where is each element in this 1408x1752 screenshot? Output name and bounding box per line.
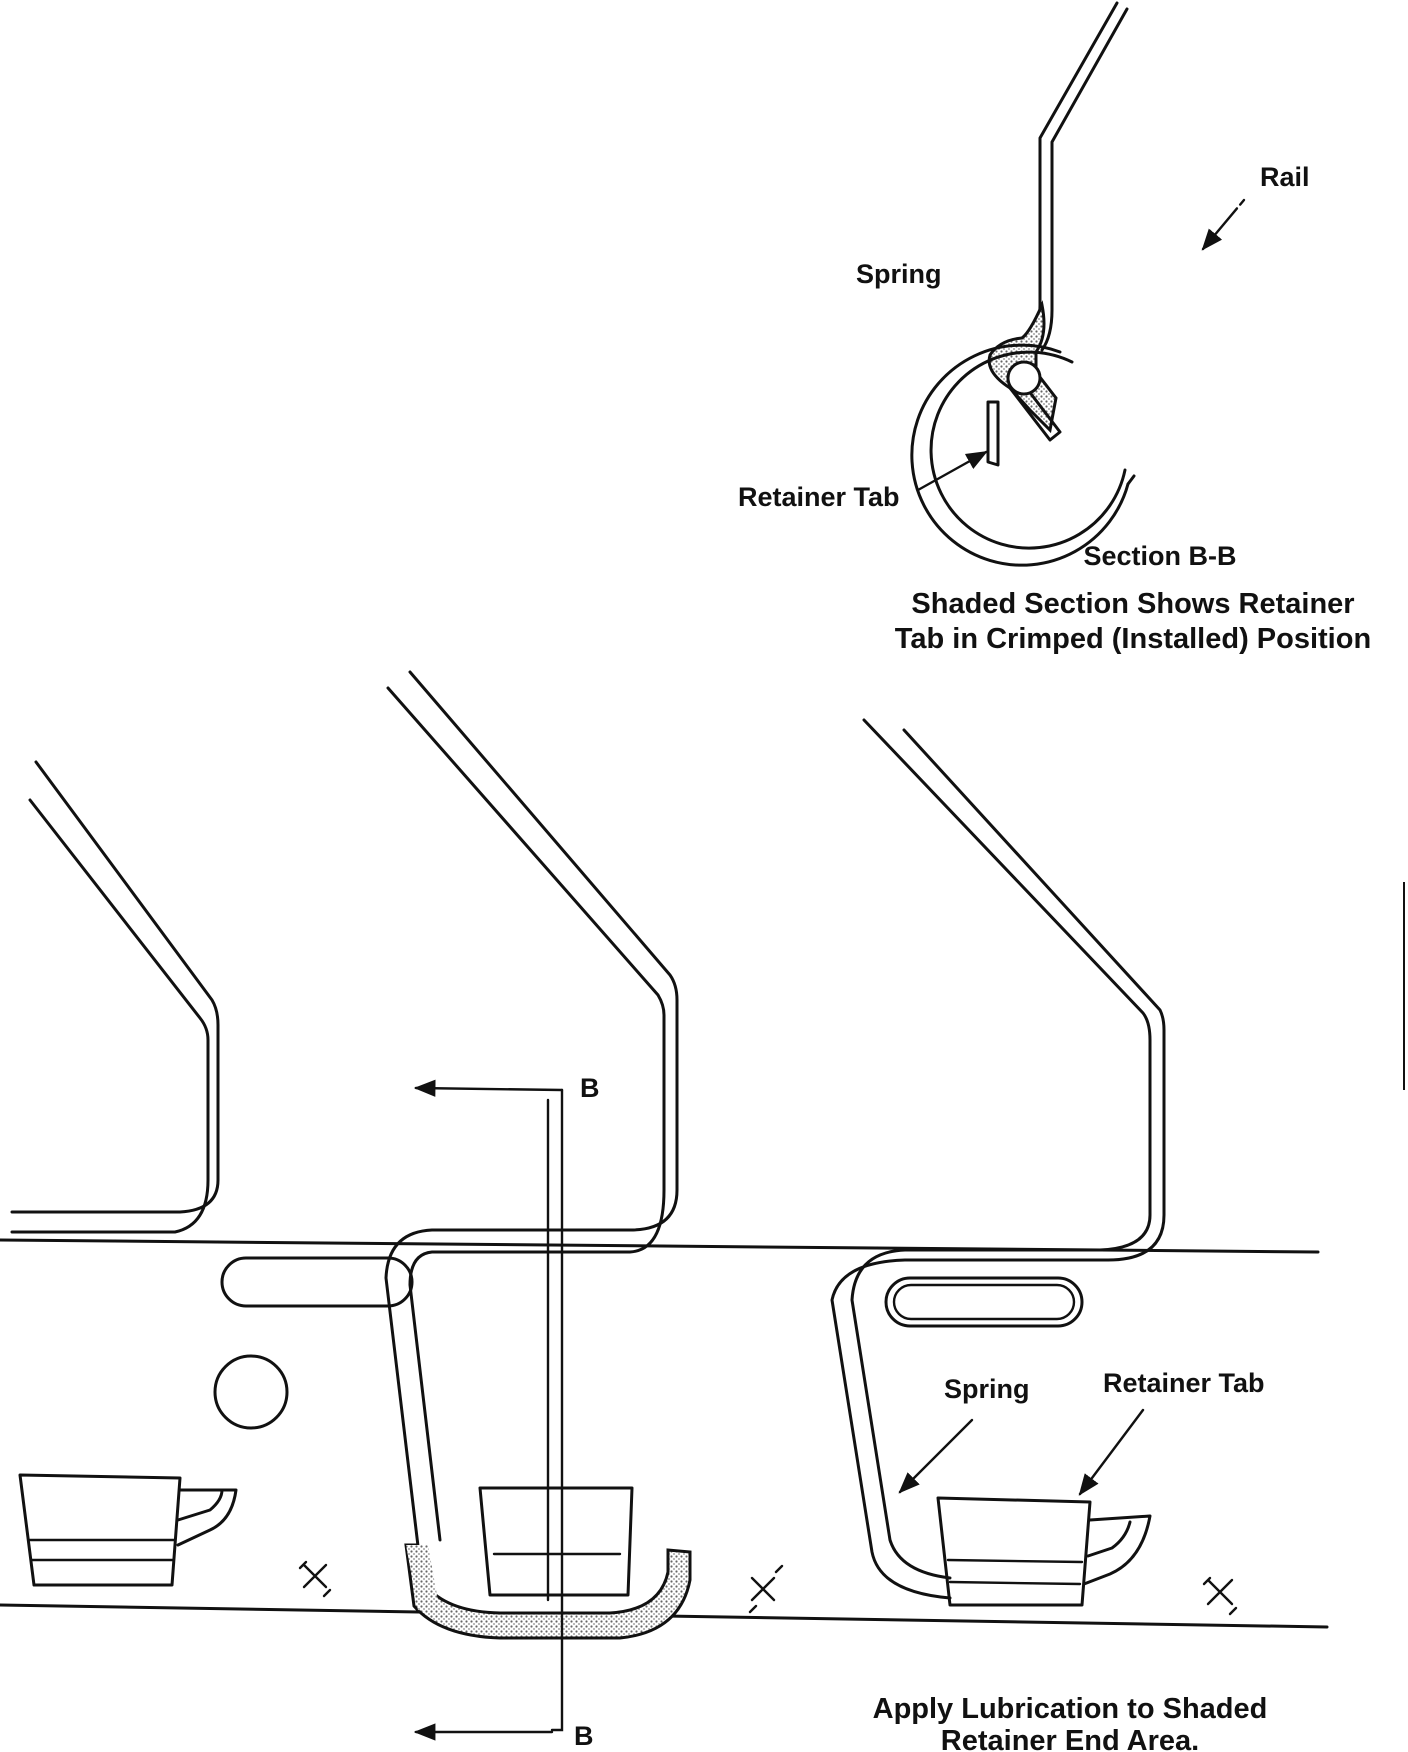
section-view: Rail Spring Retainer Tab Section B-B Sha… — [738, 1, 1371, 655]
main-retainer-tab-label: Retainer Tab — [1103, 1368, 1265, 1398]
main-spring-label: Spring — [944, 1374, 1030, 1404]
retainer-tab-right — [936, 1496, 1152, 1607]
mounting-hole — [213, 1354, 289, 1430]
spring-leader-arrow — [898, 1418, 974, 1494]
spring-center — [384, 670, 692, 1640]
section-spring-label: Spring — [856, 259, 942, 289]
retainer-tab-leader-arrow-main — [1078, 1408, 1145, 1496]
retainer-tab-leader-arrow — [916, 450, 988, 492]
section-title: Section B-B — [1083, 541, 1236, 571]
rail-label: Rail — [1260, 162, 1310, 192]
section-cut-line — [413, 1079, 564, 1741]
right-slot — [884, 1276, 1084, 1328]
retainer-tab-center — [478, 1486, 634, 1597]
section-caption-line1: Shaded Section Shows Retainer — [911, 588, 1354, 620]
lubrication-note-line1: Apply Lubrication to Shaded — [873, 1693, 1268, 1725]
left-slot — [220, 1256, 414, 1308]
section-rail — [910, 343, 1136, 567]
rail-leader-arrow — [1201, 198, 1246, 251]
section-retainer-tab-label: Retainer Tab — [738, 482, 900, 512]
section-spring — [1028, 1, 1129, 352]
spring-right — [830, 718, 1166, 1600]
right-slot-inner — [892, 1283, 1076, 1321]
section-marker-bottom: B — [574, 1721, 594, 1751]
rivet-mark-center — [748, 1564, 784, 1614]
section-marker-top: B — [580, 1073, 600, 1103]
section-caption-line2: Tab in Crimped (Installed) Position — [895, 623, 1371, 655]
retainer-tab-left — [18, 1473, 238, 1587]
center-shaded-retainer-end — [404, 1543, 692, 1640]
rivet-mark-right — [1202, 1576, 1238, 1616]
assembly-view: B B Spring Retainer Tab Apply Lubricatio… — [0, 670, 1329, 1752]
rivet-mark-left — [298, 1560, 332, 1598]
section-retainer-tab — [986, 400, 1000, 467]
spring-left — [10, 760, 220, 1234]
lubrication-note-line2: Retainer End Area. — [941, 1725, 1199, 1752]
section-wire-circle — [1006, 360, 1042, 396]
